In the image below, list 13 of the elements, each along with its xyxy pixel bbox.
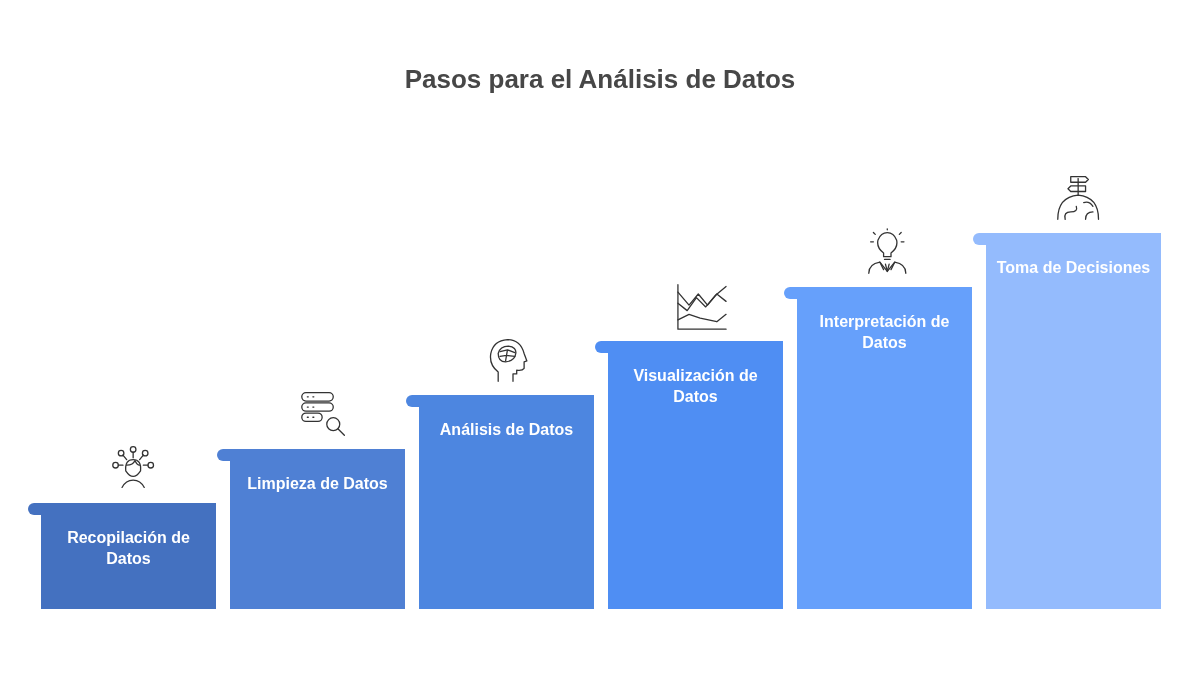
diagram-title: Pasos para el Análisis de Datos [403,64,797,95]
step-label: Toma de Decisiones [996,258,1151,278]
step-label: Interpretación de Datos [818,312,951,353]
step-label: Recopilación de Datos [66,528,191,569]
step-label: Análisis de Datos [438,420,575,440]
step-block [608,353,783,609]
step-block [986,245,1161,609]
step-block [419,407,594,609]
step-block [41,515,216,609]
step-block [230,461,405,609]
step-label: Visualización de Datos [632,366,759,407]
step-label: Limpieza de Datos [246,474,389,494]
step-block [797,299,972,609]
